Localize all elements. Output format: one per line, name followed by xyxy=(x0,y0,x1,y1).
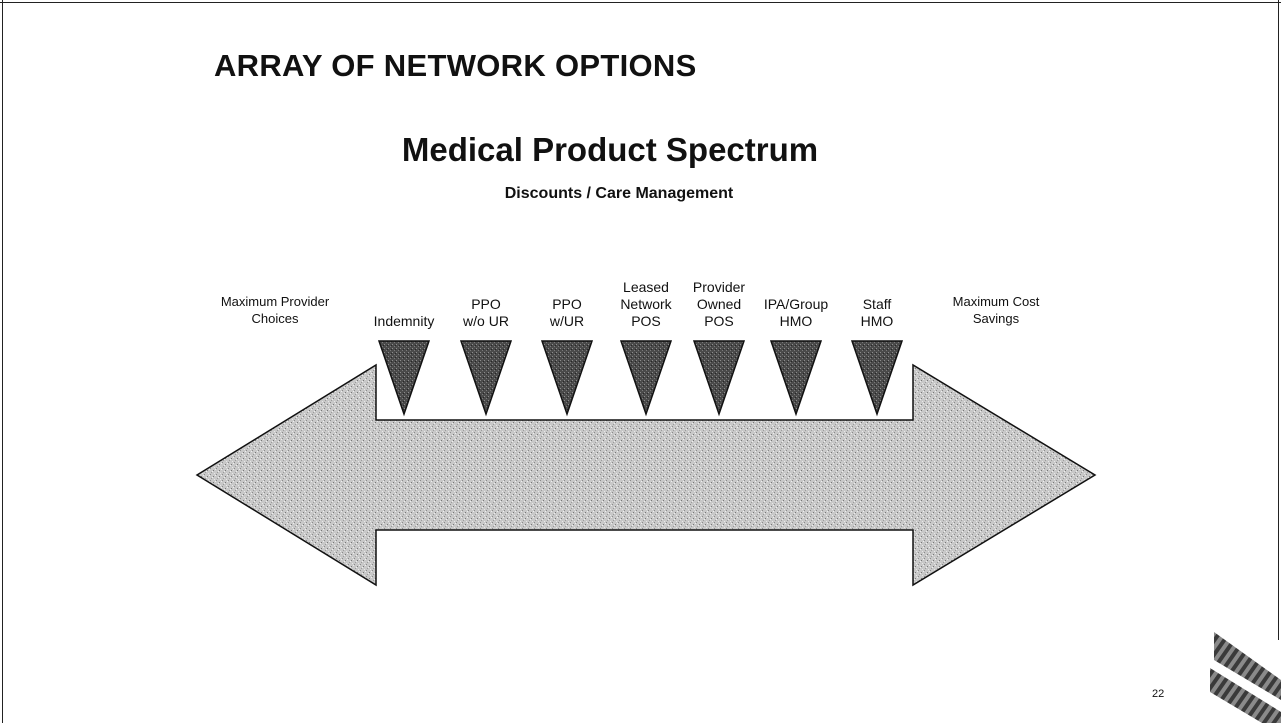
chevron-stripes-logo xyxy=(1210,632,1281,723)
product-marker xyxy=(459,340,513,417)
page-number: 22 xyxy=(1152,688,1165,700)
product-marker xyxy=(377,340,431,417)
product-marker xyxy=(619,340,673,417)
product-label: Staff HMO xyxy=(860,296,894,329)
product-label: PPO w/o UR xyxy=(463,296,509,329)
product-label: PPO w/UR xyxy=(549,296,585,329)
slide-border-left xyxy=(2,0,3,723)
slide-border-top xyxy=(0,2,1281,3)
product-marker xyxy=(540,340,594,417)
product-label: IPA/Group HMO xyxy=(763,296,829,329)
product-markers xyxy=(377,340,904,417)
product-label: Indemnity xyxy=(373,313,435,329)
product-marker xyxy=(850,340,904,417)
product-marker xyxy=(692,340,746,417)
product-marker xyxy=(769,340,823,417)
diagram-subtitle: Discounts / Care Management xyxy=(504,185,734,202)
double-headed-arrow xyxy=(195,363,1097,587)
diagram-title: Medical Product Spectrum xyxy=(401,131,819,168)
slide-title: ARRAY OF NETWORK OPTIONS xyxy=(214,48,697,83)
right-end-label: Maximum Cost Savings xyxy=(952,294,1040,326)
slide-border-right xyxy=(1278,0,1279,640)
product-label: Provider Owned POS xyxy=(692,279,746,329)
left-end-label: Maximum Provider Choices xyxy=(220,294,330,326)
product-label: Leased Network POS xyxy=(620,279,672,329)
